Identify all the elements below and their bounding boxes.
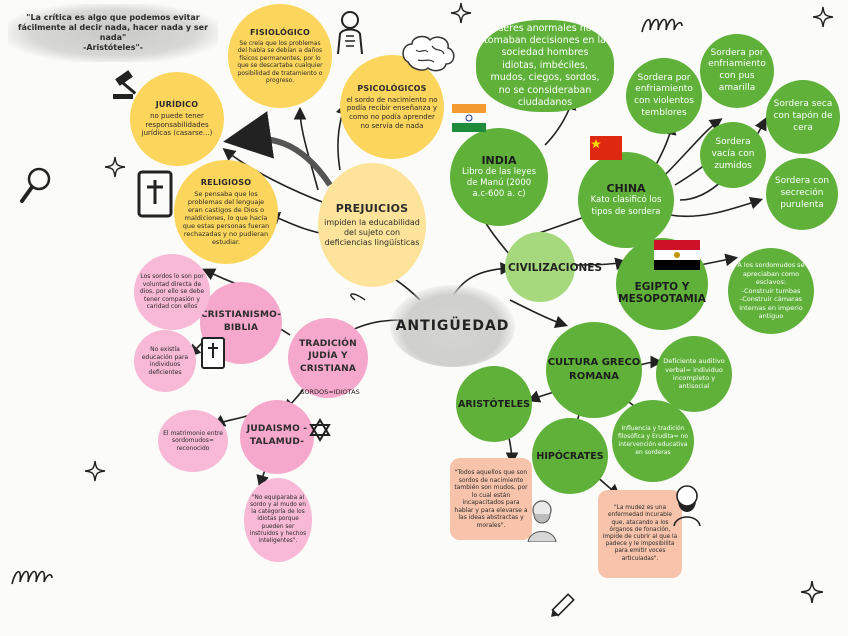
india-node: INDIA Libro de las leyes de Manú (2000 a… (450, 128, 548, 226)
religioso-text: Se pensaba que los problemas del lenguaj… (182, 189, 270, 247)
fisiologico-text: Se creía que los problemas del habla se … (237, 39, 323, 85)
greco-note-1: Deficiente auditivo verbal= individuo in… (656, 336, 732, 412)
fisiologico-node: FISIOLÓGICO Se creía que los problemas d… (228, 4, 332, 108)
sparkle-icon (812, 6, 834, 28)
hipocrates-title: HIPÓCRATES (536, 450, 604, 462)
china-text: Kato clasificó los tipos de sordera (590, 195, 662, 217)
center-cloud: ANTIGÜEDAD (390, 285, 515, 367)
aristoteles-node: ARISTÓTELES (456, 366, 532, 442)
hipocrates-quote: "La mudez es una enfermedad incurable qu… (598, 490, 682, 578)
hippocrates-portrait-icon (673, 485, 701, 526)
religioso-title: RELIGIOSO (200, 177, 252, 187)
magnifier-icon (20, 167, 51, 203)
india-title: INDIA (481, 153, 517, 167)
juridico-text: no puede tener responsabilidades jurídic… (141, 111, 213, 138)
civilizaciones-label: CIVILIZACIONES (507, 262, 603, 274)
hipocrates-node: HIPÓCRATES (532, 418, 608, 494)
religioso-node: RELIGIOSO Se pensaba que los problemas d… (174, 160, 278, 264)
greco-note-2: Influencia y tradición filosófica y Erud… (612, 400, 694, 482)
judaismo-note-2: "No equiparaba al sordo y al mudo en la … (244, 478, 312, 562)
civilizaciones-node (505, 232, 575, 302)
swirl-icon (641, 18, 683, 33)
prejuicios-text: impiden la educabilidad del sujeto con d… (324, 218, 420, 247)
psicologicos-text: el sordo de nacimiento no podía recibir … (346, 95, 438, 130)
juridico-node: JURÍDICO no puede tener responsabilidade… (130, 72, 224, 166)
prejuicios-node: PREJUICIOS impiden la educabilidad del s… (318, 163, 426, 287)
sparkle-icon (84, 460, 106, 482)
china-type-2: Sordera por enfriamiento con pus amarill… (700, 34, 774, 108)
china-title: CHINA (606, 182, 646, 196)
juridico-title: JURÍDICO (155, 99, 199, 109)
cristianismo-note-2: No existía educación para individuos def… (134, 330, 196, 392)
aristoteles-title: ARISTÓTELES (458, 398, 530, 410)
china-node: CHINA Kato clasificó los tipos de sorder… (578, 152, 674, 248)
india-text: Libro de las leyes de Manú (2000 a.c-600… (461, 166, 536, 200)
egipto-note: A los sordomudos se apreciaban como escl… (728, 248, 814, 334)
star-of-david-icon (309, 418, 331, 442)
quote-cloud: "La crítica es algo que podemos evitar f… (8, 4, 218, 62)
greco-title: CULTURA GRECO ROMANA (547, 357, 641, 382)
india-flag-icon (452, 104, 486, 132)
china-type-5: Sordera con secreción purulenta (766, 158, 838, 230)
tradicion-title: TRADICIÓN JUDÍA Y CRISTIANA (299, 339, 357, 374)
prejuicios-title: PREJUICIOS (335, 202, 409, 215)
sparkle-icon (104, 156, 126, 178)
india-note: seres anormales no tomaban decisiones en… (476, 20, 614, 112)
tradicion-node: TRADICIÓN JUDÍA Y CRISTIANA (288, 318, 368, 398)
psicologicos-title: PSICOLÓGICOS (357, 83, 427, 93)
judaismo-node: JUDAISMO -TALAMUD- (240, 400, 314, 474)
pencil-icon (551, 593, 575, 617)
judaismo-title: JUDAISMO -TALAMUD- (246, 423, 308, 447)
brain-icon (402, 35, 455, 72)
egypt-flag-icon (654, 240, 700, 270)
judaismo-note-1: El matrimonio entre sordomudos= reconoci… (158, 410, 228, 472)
psicologicos-node: PSICOLÓGICOS el sordo de nacimiento no p… (340, 55, 444, 159)
sparkle-icon (800, 580, 824, 604)
greco-node: CULTURA GRECO ROMANA (546, 322, 642, 418)
anatomy-icon (337, 11, 363, 55)
center-title: ANTIGÜEDAD (395, 318, 510, 334)
cristianismo-title: CRISTIANISMO-BIBLIA (200, 310, 282, 333)
swirl-icon (11, 570, 53, 585)
tradicion-sub: SORDOS=IDIOTAS (300, 388, 360, 396)
sparkle-icon (450, 2, 472, 24)
china-flag-icon (590, 136, 622, 160)
china-type-3: Sordera seca con tapón de cera (766, 80, 840, 154)
quote-text: "La crítica es algo que podemos evitar f… (17, 13, 209, 52)
bible-icon (201, 337, 225, 369)
gavel-icon (113, 70, 137, 99)
aristotle-portrait-icon (527, 500, 557, 542)
fisiologico-title: FISIOLÓGICO (249, 27, 310, 37)
cristianismo-note-1: Los sordos lo son por voluntad directa d… (134, 254, 210, 330)
egipto-title: EGIPTO Y MESOPOTAMIA (618, 281, 706, 305)
china-type-1: Sordera por enfriamiento con violentos t… (626, 58, 702, 134)
aristoteles-quote: "Todos aquellos que son sordos de nacimi… (450, 458, 532, 540)
china-type-4: Sordera vacía con zumidos (700, 122, 766, 188)
bible-icon (137, 170, 173, 218)
